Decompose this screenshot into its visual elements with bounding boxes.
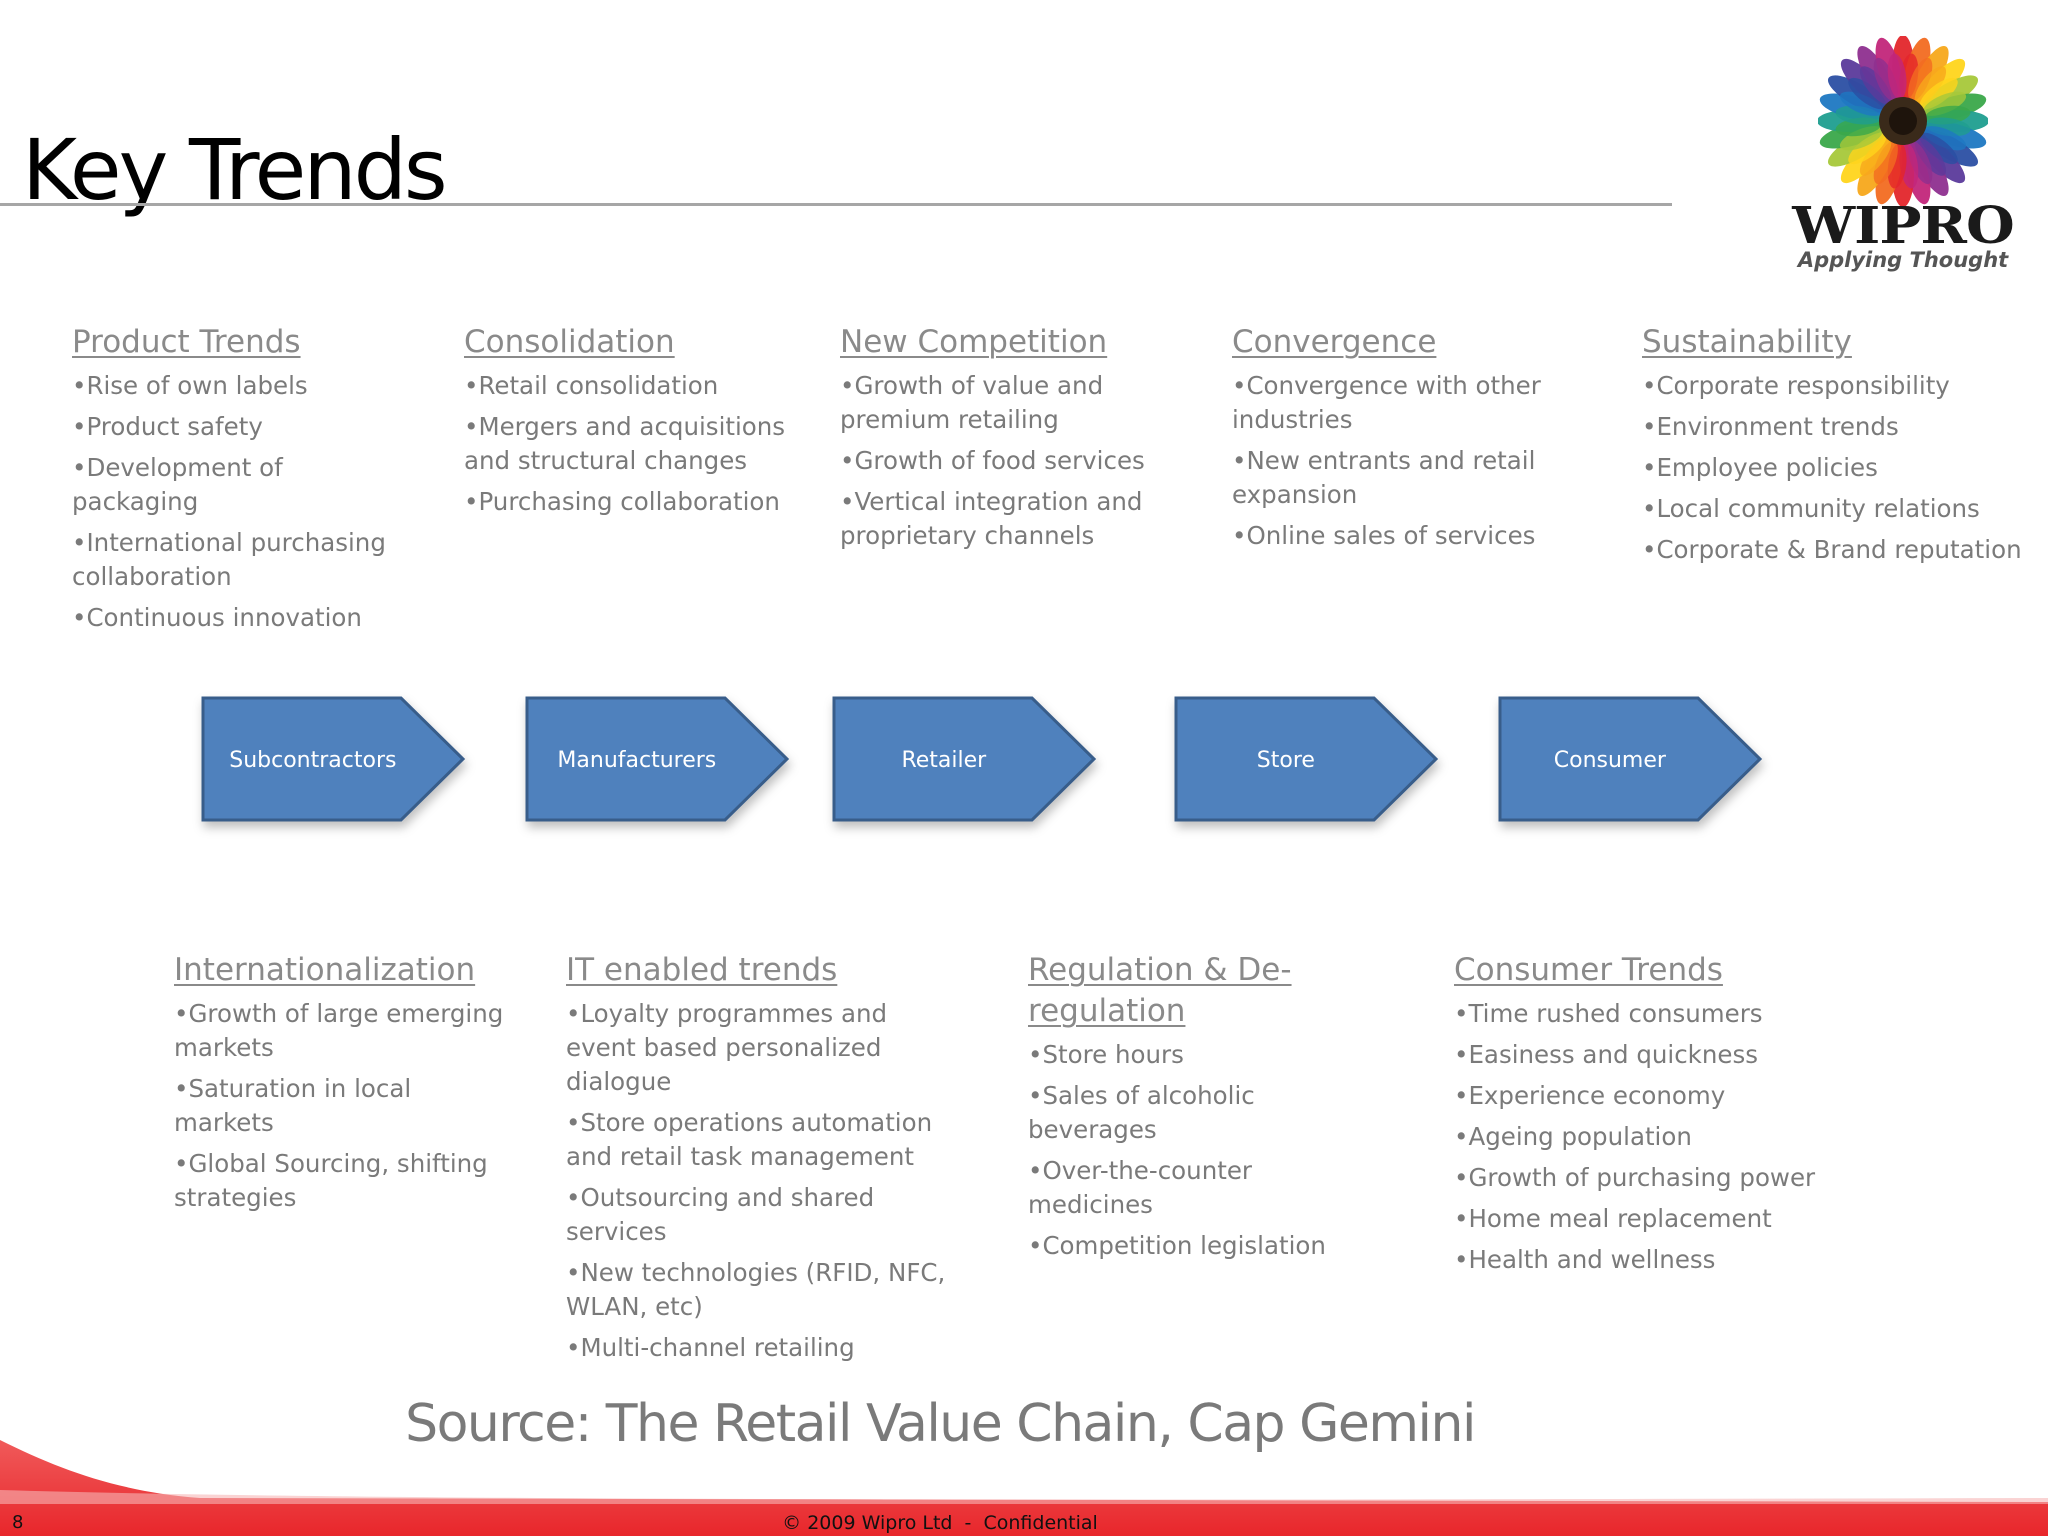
list-item: •Competition legislation [1028,1231,1326,1260]
column-heading: Regulation & De-regulation [1028,952,1292,1029]
list-item: •Store operations automation and retail … [566,1108,933,1171]
value-chain-step-retailer: Retailer [832,696,1097,822]
wipro-logo: WIPRO Applying Thought [1790,28,2016,278]
value-chain-step-consumer: Consumer [1498,696,1763,822]
column-heading: Consolidation [464,324,675,360]
column-heading: Internationalization [174,952,476,988]
list-item: •Purchasing collaboration [464,487,780,516]
list-item: •Online sales of services [1232,521,1536,550]
list-item: •Local community relations [1642,494,1980,523]
value-chain-step-manufacturers: Manufacturers [525,696,790,822]
trend-column-internationalization: Internationalization •Growth of large em… [174,950,514,1222]
chevron-shape [1174,696,1439,822]
column-heading: Sustainability [1642,324,1852,360]
logo-tagline: Applying Thought [1797,248,2009,272]
footer-copyright: © 2009 Wipro Ltd - Confidential [782,1512,1098,1534]
list-item: •Convergence with other industries [1232,371,1541,434]
list-item: •Growth of purchasing power [1454,1163,1816,1192]
trend-column-product-trends: Product Trends •Rise of own labels •Prod… [72,322,412,642]
value-chain-step-store: Store [1174,696,1439,822]
list-item: •Rise of own labels [72,371,308,400]
list-item: •Retail consolidation [464,371,719,400]
logo-wordmark: WIPRO [1792,196,2015,256]
chevron-shape [525,696,790,822]
trend-column-new-competition: New Competition •Growth of value and pre… [840,322,1210,560]
footer-band [0,1440,2048,1536]
list-item: •Sales of alcoholic beverages [1028,1081,1255,1144]
column-heading: IT enabled trends [566,952,838,988]
chevron-shape [201,696,466,822]
column-heading: Convergence [1232,324,1437,360]
list-item: •Environment trends [1642,412,1899,441]
trend-column-consumer-trends: Consumer Trends •Time rushed consumers •… [1454,950,1844,1284]
list-item: •Growth of value and premium retailing [840,371,1104,434]
list-item: •Store hours [1028,1040,1184,1069]
list-item: •Loyalty programmes and event based pers… [566,999,888,1096]
list-item: •Corporate & Brand reputation [1642,535,2022,564]
title-divider [0,203,1672,206]
list-item: •Vertical integration and proprietary ch… [840,487,1143,550]
list-item: •Outsourcing and shared services [566,1183,875,1246]
list-item: •Home meal replacement [1454,1204,1772,1233]
list-item: •Continuous innovation [72,603,362,632]
list-item: •New entrants and retail expansion [1232,446,1536,509]
slide-title: Key Trends [22,121,448,219]
chevron-label: Manufacturers [557,748,716,773]
list-item: •Global Sourcing, shifting strategies [174,1149,488,1212]
list-item: •Mergers and acquisitions and structural… [464,412,786,475]
list-item: •New technologies (RFID, NFC, WLAN, etc) [566,1258,946,1321]
list-item: •Time rushed consumers [1454,999,1763,1028]
trend-column-sustainability: Sustainability •Corporate responsibility… [1642,322,2032,574]
chevron-shape [832,696,1097,822]
page-number: 8 [12,1512,24,1533]
trend-column-consolidation: Consolidation •Retail consolidation •Mer… [464,322,818,526]
source-citation: Source: The Retail Value Chain, Cap Gemi… [405,1394,1476,1454]
trend-column-it-enabled-trends: IT enabled trends •Loyalty programmes an… [566,950,952,1372]
list-item: •Over-the-counter medicines [1028,1156,1252,1219]
value-chain-step-subcontractors: Subcontractors [201,696,466,822]
list-item: •Easiness and quickness [1454,1040,1758,1069]
list-item: •International purchasing collaboration [72,528,386,591]
chevron-label: Subcontractors [229,748,396,773]
column-heading: Product Trends [72,324,301,360]
list-item: •Growth of food services [840,446,1145,475]
list-item: •Experience economy [1454,1081,1726,1110]
column-heading: New Competition [840,324,1108,360]
list-item: •Ageing population [1454,1122,1692,1151]
chevron-label: Store [1257,748,1315,773]
chevron-label: Retailer [901,748,987,773]
trend-column-convergence: Convergence •Convergence with other indu… [1232,322,1572,560]
trend-column-regulation: Regulation & De-regulation •Store hours … [1028,950,1368,1270]
list-item: •Development of packaging [72,453,283,516]
chevron-shape [1498,696,1763,822]
column-heading: Consumer Trends [1454,952,1723,988]
sunflower-logo-icon [1818,36,1988,206]
list-item: •Health and wellness [1454,1245,1716,1274]
list-item: •Product safety [72,412,263,441]
list-item: •Corporate responsibility [1642,371,1950,400]
list-item: •Multi-channel retailing [566,1333,855,1362]
list-item: •Employee policies [1642,453,1878,482]
footer-swoosh [0,1440,2048,1536]
chevron-label: Consumer [1554,748,1667,773]
list-item: •Saturation in local markets [174,1074,412,1137]
list-item: •Growth of large emerging markets [174,999,504,1062]
